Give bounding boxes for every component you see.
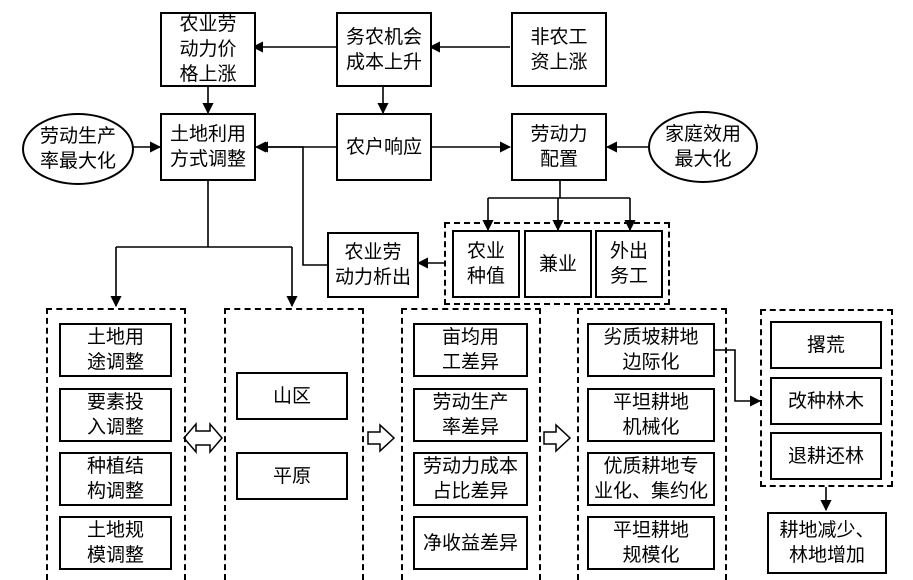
- plain-node: 平原: [236, 452, 348, 500]
- right-arrow-icon: [367, 423, 396, 453]
- productivity-max-node: 劳动生产 率最大化: [22, 113, 134, 185]
- land-adjust-group: [46, 308, 186, 580]
- labor-outflow-node: 农业劳 动力析出: [327, 232, 419, 298]
- opportunity-cost-node: 务农机会 成本上升: [336, 12, 432, 87]
- right-arrow-icon: [543, 423, 572, 453]
- migrant-work-node: 外出 务工: [595, 230, 663, 298]
- input-adjust-node: 要素投 入调整: [59, 388, 172, 442]
- household-response-node: 农户响应: [336, 113, 432, 181]
- mountain-node: 山区: [236, 372, 348, 420]
- farming-node: 农业 种值: [452, 230, 520, 298]
- nonfarm-wage-node: 非农工 资上涨: [511, 12, 607, 87]
- return-forest-node: 退耕还林: [770, 432, 882, 480]
- labor-allocation-node: 劳动力 配置: [511, 113, 607, 181]
- land-use-purpose-node: 土地用 途调整: [59, 323, 172, 377]
- labor-types-group: [444, 222, 670, 305]
- double-arrow-icon: [183, 421, 223, 455]
- labor-per-mu-node: 亩均用 工差异: [413, 323, 528, 377]
- land-scale-node: 土地规 模调整: [59, 516, 172, 570]
- farmland-change-group: [577, 308, 727, 580]
- price-rise-node: 农业劳 动力价 格上涨: [160, 12, 256, 87]
- part-time-node: 兼业: [524, 230, 592, 298]
- flat-scaled-node: 平坦耕地 规模化: [587, 516, 715, 570]
- family-utility-node: 家庭效用 最大化: [648, 111, 758, 183]
- land-use-node: 土地利用 方式调整: [160, 113, 256, 181]
- arrow-outflow-to-landuse: [256, 141, 327, 266]
- outcome-group: [760, 309, 893, 487]
- crop-structure-node: 种植结 构调整: [59, 452, 172, 506]
- replant-forest-node: 改种林木: [770, 377, 882, 425]
- slope-marginal-node: 劣质坡耕地 边际化: [587, 323, 715, 377]
- flat-mechanized-node: 平坦耕地 机械化: [587, 388, 715, 442]
- quality-specialized-node: 优质耕地专 业化、集约化: [587, 452, 715, 506]
- net-income-diff-node: 净收益差异: [413, 516, 528, 570]
- difference-group: [401, 308, 541, 580]
- region-group: [224, 308, 364, 580]
- labor-cost-share-node: 劳动力成本 占比差异: [413, 452, 528, 506]
- result-node: 耕地减少、 林地增加: [767, 512, 887, 574]
- abandon-node: 撂荒: [770, 321, 882, 369]
- productivity-diff-node: 劳动生产 率差异: [413, 388, 528, 442]
